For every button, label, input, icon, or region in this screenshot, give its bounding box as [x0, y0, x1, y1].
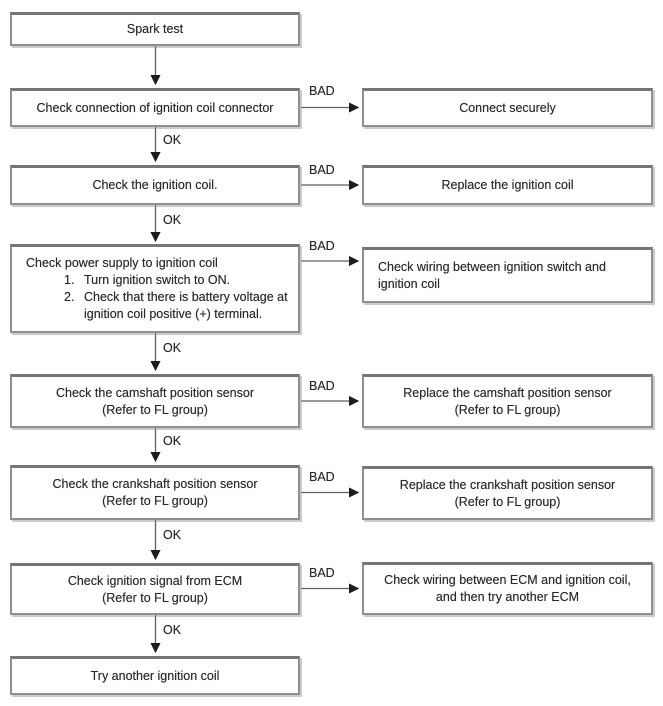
node-label: Spark test	[126, 22, 184, 36]
step-text: Turn ignition switch to ON.	[84, 273, 231, 287]
node-replace-crankshaft-sensor: Replace the crankshaft position sensor (…	[362, 466, 653, 520]
node-label: Connect securely	[459, 100, 556, 115]
ok-label: OK	[163, 623, 182, 637]
bad-label: BAD	[309, 566, 335, 580]
ok-label: OK	[163, 528, 182, 542]
bad-label: BAD	[309, 379, 335, 393]
step-2: 2. Check that there is battery voltage a…	[64, 289, 288, 323]
node-label: ignition coil	[378, 276, 440, 291]
step-number: 2.	[64, 290, 75, 304]
node-check-power-supply: Check power supply to ignition coil 1. T…	[10, 244, 300, 333]
node-check-wiring-ecm: Check wiring between ECM and ignition co…	[362, 562, 653, 615]
node-check-ignition-coil: Check the ignition coil.	[10, 165, 300, 205]
node-label: Check connection of ignition coil connec…	[36, 100, 274, 115]
bad-label: BAD	[309, 239, 335, 253]
bad-label: BAD	[309, 84, 335, 98]
node-check-wiring-switch: Check wiring between ignition switch and…	[362, 247, 653, 303]
bad-label: BAD	[309, 470, 335, 484]
node-sublabel: (Refer to FL group)	[102, 590, 208, 605]
node-sublabel: (Refer to FL group)	[102, 494, 208, 508]
step-1: 1. Turn ignition switch to ON.	[64, 272, 288, 289]
power-supply-steps: 1. Turn ignition switch to ON. 2. Check …	[64, 272, 288, 323]
node-label: Replace the ignition coil	[441, 178, 574, 192]
ok-label: OK	[163, 434, 182, 448]
node-label: Check the crankshaft position sensor	[52, 477, 258, 491]
bad-label: BAD	[309, 163, 335, 177]
node-label: Try another ignition coil	[90, 668, 220, 683]
ok-label: OK	[163, 213, 182, 227]
node-label: Replace the camshaft position sensor	[403, 385, 612, 400]
ok-label: OK	[163, 133, 182, 147]
node-sublabel: (Refer to FL group)	[454, 402, 561, 417]
node-sublabel: (Refer to FL group)	[102, 402, 208, 417]
node-label: Replace the crankshaft position sensor	[399, 477, 616, 492]
node-sublabel: (Refer to FL group)	[454, 494, 561, 509]
node-check-crankshaft-sensor: Check the crankshaft position sensor (Re…	[10, 465, 300, 520]
node-replace-ignition-coil: Replace the ignition coil	[362, 165, 653, 205]
node-check-connection: Check connection of ignition coil connec…	[10, 88, 300, 127]
node-check-camshaft-sensor: Check the camshaft position sensor (Refe…	[10, 374, 300, 428]
node-label: Check the ignition coil.	[92, 178, 218, 192]
node-replace-camshaft-sensor: Replace the camshaft position sensor (Re…	[362, 374, 653, 428]
ok-label: OK	[163, 341, 182, 355]
node-title: Check power supply to ignition coil	[26, 256, 218, 270]
node-label: Check ignition signal from ECM	[67, 573, 243, 588]
node-try-another-coil: Try another ignition coil	[10, 656, 300, 695]
step-number: 1.	[64, 273, 75, 287]
node-sublabel: and then try another ECM	[435, 590, 580, 604]
node-label: Check wiring between ECM and ignition co…	[384, 573, 631, 587]
node-connect-securely: Connect securely	[362, 88, 653, 127]
node-spark-test: Spark test	[10, 12, 300, 46]
node-check-ecm-signal: Check ignition signal from ECM (Refer to…	[10, 563, 300, 615]
node-label: Check wiring between ignition switch and	[378, 259, 606, 274]
step-text: Check that there is battery voltage at i…	[84, 290, 288, 321]
node-label: Check the camshaft position sensor	[55, 385, 255, 400]
